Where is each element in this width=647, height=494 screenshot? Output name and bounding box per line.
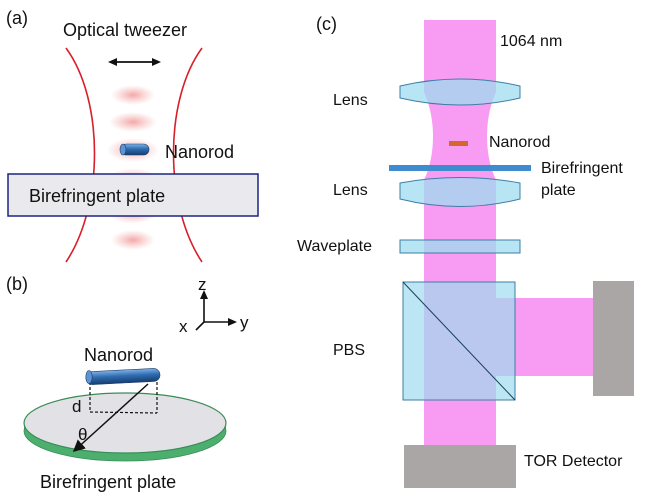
panel-b: (b) z x y Nanorod [6, 274, 249, 492]
panel-c: (c) 1064 nm Lens Nanorod Birefringent pl… [297, 14, 634, 488]
optical-tweezer-title: Optical tweezer [63, 20, 187, 40]
panel-a: (a) Optical tweezer Birefringent plate N… [6, 8, 259, 263]
polarization-arrow-icon [108, 58, 161, 66]
birefringent-plate-c [389, 165, 531, 171]
nanorod-c [449, 141, 468, 146]
side-detector [593, 281, 634, 396]
axis-x-label: x [179, 317, 188, 336]
panel-b-tag: (b) [6, 274, 28, 294]
birefringent-disk-b [23, 392, 227, 462]
axis-z-label: z [198, 275, 207, 294]
panel-c-tag: (c) [316, 14, 337, 34]
plate-label-c-line1: Birefringent [541, 160, 623, 177]
coordinate-axes-icon [195, 290, 237, 331]
tor-detector-label: TOR Detector [524, 453, 623, 470]
nanorod-b [85, 368, 161, 385]
plate-label-c-line2: plate [541, 182, 576, 199]
lens-top [399, 78, 521, 106]
lens-bottom [399, 177, 521, 207]
pbs-cube [402, 281, 516, 401]
projection-guides [89, 377, 158, 414]
tweezer-beam-right [172, 47, 203, 263]
waveplate-label: Waveplate [297, 238, 372, 255]
projection-arrow [72, 383, 149, 453]
nanorod-label-a: Nanorod [165, 142, 234, 162]
lens-top-label: Lens [333, 92, 368, 109]
lens-bottom-label: Lens [333, 182, 368, 199]
nanorod-a [119, 143, 150, 156]
nanorod-label-b: Nanorod [84, 345, 153, 365]
tweezer-focus-glow [107, 85, 159, 250]
wavelength-label: 1064 nm [500, 33, 562, 50]
waveplate [399, 239, 521, 254]
plate-label-b: Birefringent plate [40, 472, 176, 492]
pbs-label: PBS [333, 342, 365, 359]
tor-detector [404, 445, 516, 488]
plate-label-a: Birefringent plate [29, 186, 165, 206]
tweezer-beam-left [65, 47, 96, 263]
axis-y-label: y [240, 313, 249, 332]
birefringent-plate-a [7, 173, 259, 217]
distance-label: d [72, 397, 81, 416]
angle-label: θ [78, 425, 87, 444]
panel-a-tag: (a) [6, 8, 28, 28]
nanorod-label-c: Nanorod [489, 134, 550, 151]
